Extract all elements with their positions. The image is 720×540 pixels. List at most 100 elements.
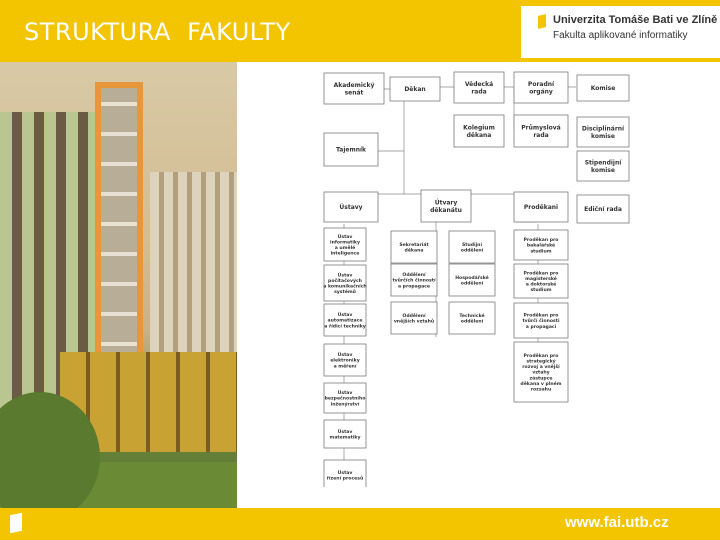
node-prumyslova-rada-label: Průmyslová: [521, 125, 561, 132]
node-poradni-organy-label: Poradní: [528, 81, 555, 88]
node-institute-3-label: a řídicí techniky: [324, 322, 366, 329]
university-logo[interactable]: [521, 6, 720, 58]
node-institute-1-label: inteligence: [331, 251, 360, 257]
node-prumyslova-rada-label: rada: [533, 132, 548, 139]
page-title: STRUKTURA FAKULTY: [24, 18, 291, 46]
node-utvary-dekanatu-label: Útvary: [435, 200, 458, 207]
node-department-left-2-label: Oddělení: [402, 271, 426, 278]
node-vice-dean-3-label: a propagaci: [526, 324, 557, 330]
website-link[interactable]: www.fai.utb.cz: [565, 514, 669, 531]
node-institute-7-label: Ústav: [338, 469, 353, 476]
node-prodekani-label: Proděkani: [524, 204, 558, 211]
node-vice-dean-1-label: Proděkan pro: [524, 236, 559, 243]
node-komise-label: Komise: [591, 85, 616, 92]
node-institute-5-label: bezpečnostního: [325, 395, 366, 402]
node-vice-dean-2-label: magisterské: [525, 275, 557, 282]
node-stipendijni-komise-box: [576, 150, 630, 182]
node-department-right-3-label: Technické: [459, 312, 484, 319]
node-vice-dean-3-label: tvůrčí činnosti: [522, 317, 560, 324]
node-disciplinarni-komise-label: komise: [591, 133, 615, 140]
node-institute-1-label: Ústav: [338, 233, 353, 240]
node-department-right-3-label: oddělení: [461, 318, 484, 325]
node-vice-dean-2-box: [513, 263, 569, 299]
node-edicni-rada: Ediční rada: [576, 194, 630, 224]
node-institute-2-box: [323, 264, 367, 302]
node-institute-3-label: automatizace: [328, 318, 363, 324]
node-department-right-2-label: oddělení: [461, 280, 484, 287]
node-vice-dean-4-label: vztahy: [532, 370, 549, 376]
utb-logo-icon-footer: [10, 512, 22, 534]
node-institute-1-box: [323, 227, 367, 262]
node-institute-5-box: [323, 382, 367, 414]
node-department-left-2-label: tvůrčích činností: [392, 277, 436, 284]
node-utvary-dekanatu-label: děkanátu: [430, 207, 462, 214]
node-kolegium-dekana-label: Kolegium: [463, 125, 495, 132]
node-edicni-rada-label: Ediční rada: [584, 206, 622, 213]
node-vedecka-rada-label: rada: [471, 88, 486, 95]
node-institute-2-label: Ústav: [338, 271, 353, 278]
node-institute-4-label: a měření: [334, 362, 357, 369]
node-institute-5-label: Ústav: [338, 389, 353, 396]
node-institute-2-label: systémů: [334, 288, 356, 295]
node-department-left-3-box: [390, 301, 438, 335]
node-disciplinarni-komise-box: [576, 116, 630, 148]
node-department-right-1-label: Studijní: [462, 241, 482, 248]
node-vedecka-rada-box: [453, 71, 505, 104]
node-kolegium-dekana-label: děkana: [467, 132, 492, 139]
node-ustavy-label: Ústavy: [339, 204, 362, 211]
node-institute-2-label: a komunikačních: [323, 283, 366, 290]
node-prodekani-box: [513, 191, 569, 223]
node-institute-3-label: Ústav: [338, 311, 353, 318]
node-akademicky-senat-box: [323, 72, 385, 105]
utb-logo-icon: [538, 14, 546, 29]
node-vedecka-rada-label: Vědecká: [465, 81, 493, 88]
tree: [0, 392, 100, 508]
node-utvary-dekanatu-box: [420, 189, 472, 223]
node-ustavy: Ústavy: [323, 191, 379, 223]
node-institute-6-box: [323, 419, 367, 449]
node-department-left-3-label: Oddělení: [402, 312, 426, 319]
node-department-right-3-box: [448, 301, 496, 335]
node-department-left-1-box: [390, 230, 438, 264]
node-institute-6-label: matematiky: [330, 435, 361, 441]
node-vice-dean-4-label: Proděkan pro: [524, 352, 559, 359]
node-institute-4-box: [323, 343, 367, 377]
node-prumyslova-rada-box: [513, 114, 569, 148]
node-vice-dean-4-label: rozvoj a vnější: [522, 363, 560, 370]
org-chart-right-column: KomiseDisciplinárníkomiseStipendijníkomi…: [576, 74, 630, 224]
node-department-left-3-label: vnějších vztahů: [394, 318, 434, 325]
node-institute-3-box: [323, 303, 367, 337]
node-institute-7-label: řízení procesů: [327, 475, 364, 482]
node-vice-dean-2-label: Proděkan pro: [524, 269, 559, 276]
node-institute-4-label: Ústav: [338, 351, 353, 358]
logo-faculty-name: Fakulta aplikované informatiky: [553, 30, 688, 41]
node-vice-dean-2-label: studium: [530, 287, 551, 293]
node-institute-1-label: a umělé: [335, 244, 356, 251]
node-vice-dean-3-label: Proděkan pro: [524, 312, 559, 319]
node-akademicky-senat-label: Akademický: [334, 82, 375, 89]
node-vice-dean-4-label: zástupce: [529, 374, 552, 381]
node-dekan-label: Děkan: [404, 86, 425, 93]
node-poradni-organy-box: [513, 71, 569, 104]
node-vice-dean-1-label: bakalářské: [527, 242, 555, 249]
node-vice-dean-4-label: rozsahu: [531, 387, 551, 393]
faculty-building-photo: [0, 62, 237, 508]
node-department-left-1-label: Sekretariát: [399, 241, 429, 248]
node-vice-dean-1-box: [513, 229, 569, 261]
node-institute-2-label: počítačových: [328, 277, 362, 284]
node-prodekani: Proděkani: [513, 191, 569, 223]
node-department-left-2-label: a propagace: [398, 283, 430, 289]
